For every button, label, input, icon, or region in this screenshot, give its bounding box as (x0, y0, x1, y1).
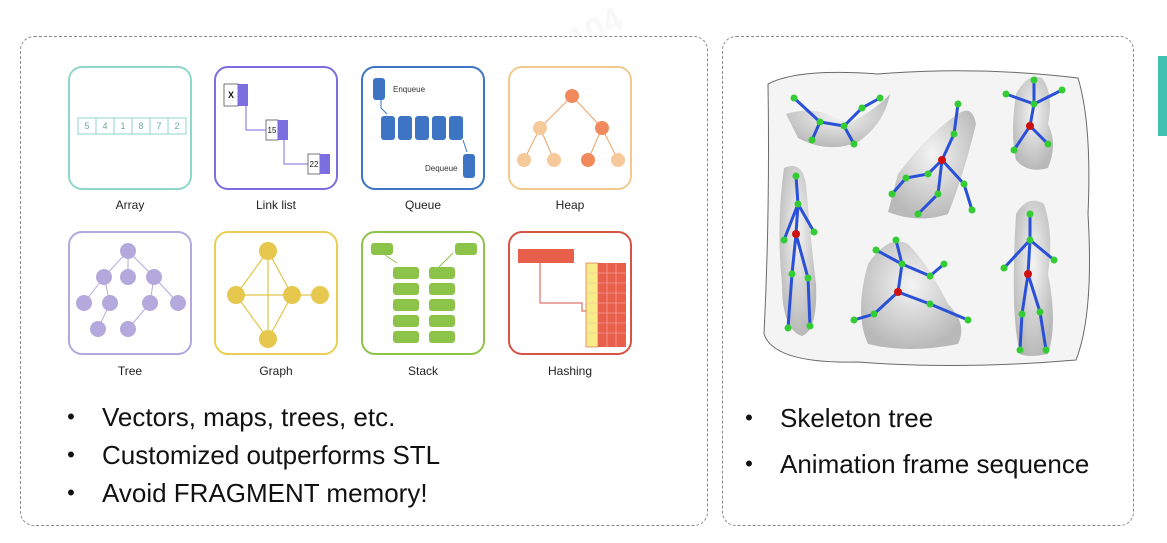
linklist-node-value: X (228, 90, 234, 100)
heap-diagram (517, 89, 625, 167)
bullet-item: • Vectors, maps, trees, etc. (64, 398, 440, 436)
hashing-diagram (518, 249, 626, 348)
left-bullet-list: • Vectors, maps, trees, etc. • Customized … (64, 398, 440, 512)
tree-card (68, 231, 192, 355)
array-card: 5 4 1 8 7 2 (68, 66, 192, 190)
array-cell: 8 (138, 121, 143, 131)
enqueue-text: Enqueue (393, 85, 426, 94)
bullet-text: Skeleton tree (780, 403, 934, 433)
array-cell: 4 (102, 121, 107, 131)
bullet-item: • Avoid FRAGMENT memory! (64, 474, 440, 512)
array-cell: 2 (174, 121, 179, 131)
dequeue-text: Dequeue (425, 164, 458, 173)
array-label: Array (115, 198, 145, 212)
hashing-card (508, 231, 632, 355)
stack-diagram (371, 243, 477, 343)
queue-label: Queue (404, 198, 442, 212)
queue-card: Enqueue Dequeue (361, 66, 485, 190)
graph-diagram (227, 242, 329, 348)
tree-label: Tree (117, 364, 143, 378)
linklist-diagram: X 15 22 (223, 83, 330, 175)
stack-label: Stack (407, 364, 438, 378)
queue-diagram: Enqueue Dequeue (373, 78, 475, 178)
stack-card (361, 231, 485, 355)
bullet-item: • Skeleton tree (742, 395, 1089, 441)
graph-label: Graph (259, 364, 293, 378)
bullet-text: Vectors, maps, trees, etc. (102, 402, 396, 432)
bullet-text: Customized outperforms STL (102, 440, 441, 470)
array-cell: 7 (156, 121, 161, 131)
bullet-dot: • (67, 404, 75, 429)
hashing-label: Hashing (547, 364, 593, 378)
bullet-item: • Animation frame sequence (742, 441, 1089, 487)
array-diagram: 5 4 1 8 7 2 (77, 117, 187, 135)
skeleton-figure-4 (779, 166, 818, 336)
linklist-node-value: 15 (268, 126, 277, 135)
bullet-text: Animation frame sequence (780, 449, 1090, 479)
array-cell: 5 (84, 121, 89, 131)
bullet-item: • Customized outperforms STL (64, 436, 440, 474)
bullet-text: Avoid FRAGMENT memory! (102, 478, 428, 508)
accent-tab (1158, 56, 1167, 136)
skeleton-figure-1 (786, 94, 890, 148)
right-bullet-list: • Skeleton tree • Animation frame sequence (742, 395, 1089, 487)
bullet-dot: • (67, 480, 75, 505)
array-cell: 1 (120, 121, 125, 131)
linklist-label: Link list (255, 198, 296, 212)
skeleton-figure-2 (888, 100, 976, 219)
tree-diagram (76, 243, 186, 337)
bullet-dot: • (67, 442, 75, 467)
heap-label: Heap (555, 198, 585, 212)
skeleton-figure-6 (1000, 200, 1058, 356)
bullet-dot: • (745, 451, 753, 476)
skeleton-figure-3 (1002, 76, 1066, 170)
skeleton-figure-5 (850, 236, 972, 349)
linklist-node-value: 22 (310, 160, 319, 169)
heap-card (508, 66, 632, 190)
linklist-card: X 15 22 (214, 66, 338, 190)
graph-card (214, 231, 338, 355)
skeleton-animation-figure (763, 70, 1090, 367)
bullet-dot: • (745, 405, 753, 430)
